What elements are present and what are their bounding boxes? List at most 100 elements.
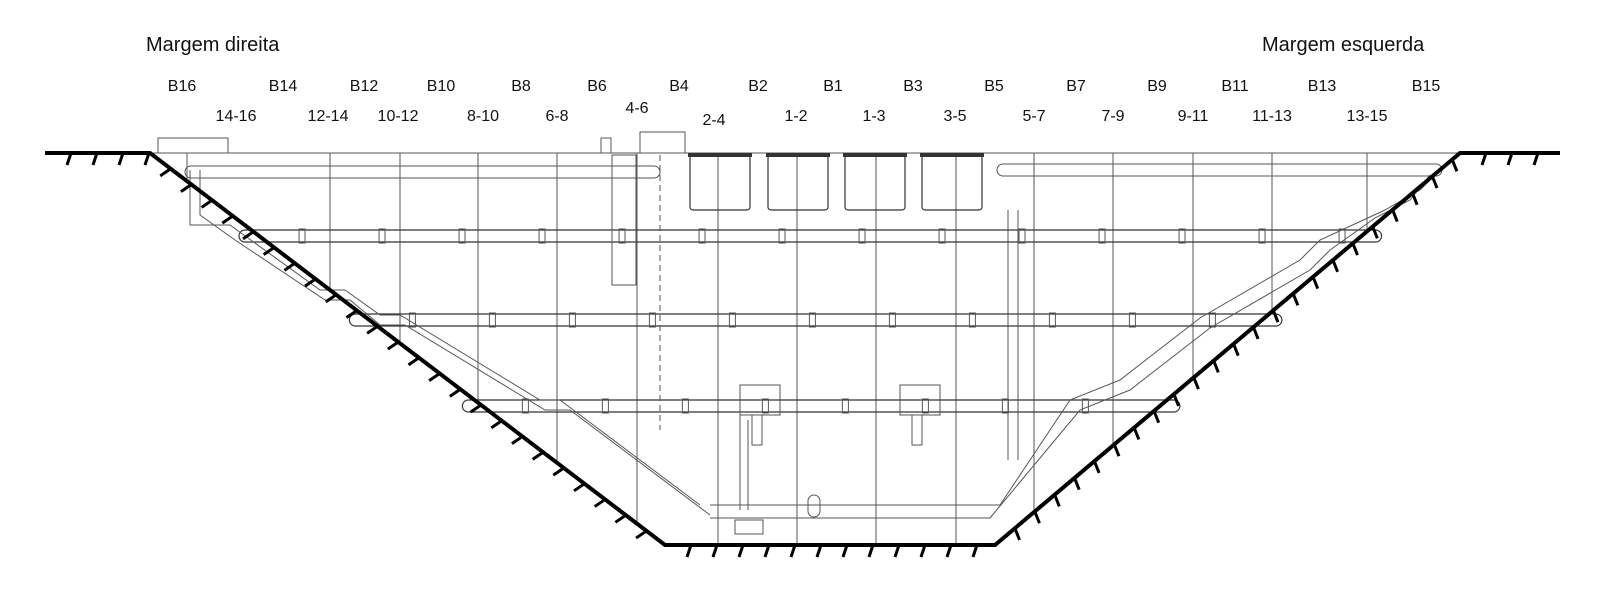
block-label: B16 — [167, 78, 197, 95]
gallery-door — [761, 398, 769, 414]
inspection-gallery — [461, 399, 1181, 413]
gallery-door — [1178, 228, 1186, 244]
crest-structure — [600, 137, 612, 154]
block-label: B5 — [984, 78, 1004, 95]
block-label: B1 — [823, 78, 843, 95]
rock-hatch — [449, 387, 462, 398]
rock-hatch — [635, 529, 648, 540]
rock-hatch — [91, 152, 99, 166]
rock-hatch — [1053, 494, 1061, 508]
gallery-door — [807, 494, 821, 518]
gallery-door — [1128, 312, 1136, 328]
block-label: B3 — [903, 78, 923, 95]
rock-hatch — [1192, 376, 1200, 390]
joint-label: 7-9 — [1101, 108, 1125, 125]
joint-label: 13-15 — [1346, 108, 1388, 125]
rock-hatch — [711, 544, 719, 558]
rock-hatch — [552, 466, 565, 477]
access-gallery-right — [999, 169, 1441, 506]
rock-hatch — [573, 482, 586, 493]
rock-hatch — [893, 544, 901, 558]
gallery-door — [938, 228, 946, 244]
gallery-door — [1018, 228, 1026, 244]
rock-hatch — [614, 513, 627, 524]
access-gallery-left — [199, 170, 711, 516]
rock-hatch — [469, 403, 482, 414]
rock-hatch — [1506, 152, 1514, 166]
gallery-door — [1001, 398, 1009, 414]
rock-hatch — [345, 309, 358, 319]
gallery-door — [1258, 228, 1266, 244]
inspection-gallery — [238, 229, 1383, 243]
rock-hatch — [262, 246, 275, 256]
rock-hatch — [1480, 152, 1488, 166]
gallery-door — [1338, 228, 1346, 244]
crest-structure — [157, 137, 229, 154]
joint-label: 4-6 — [625, 100, 649, 117]
gallery-door — [488, 312, 496, 328]
rock-hatch — [1291, 293, 1300, 306]
rock-hatch — [1093, 460, 1101, 474]
joint-label: 9-11 — [1177, 108, 1209, 125]
gallery-door — [921, 398, 929, 414]
gallery-door — [968, 312, 976, 328]
rock-hatch — [221, 214, 234, 225]
rock-hatch — [117, 152, 125, 166]
rock-hatch — [143, 152, 151, 166]
rock-hatch — [200, 199, 213, 209]
spillway-gate — [767, 154, 829, 211]
gallery-door — [1098, 228, 1106, 244]
left-bank-label: Margem direita — [146, 34, 280, 56]
gallery-door — [778, 228, 786, 244]
block-label: B7 — [1066, 78, 1086, 95]
rock-hatch — [1532, 152, 1540, 166]
rock-hatch — [789, 544, 797, 558]
gallery-door — [1081, 398, 1089, 414]
rock-hatch — [1073, 477, 1081, 491]
gallery-door — [521, 398, 529, 414]
rock-hatch — [324, 293, 338, 304]
rock-hatch — [1271, 309, 1280, 323]
rock-hatch — [1152, 410, 1161, 424]
gallery-chamber — [751, 414, 763, 446]
rock-hatch — [511, 435, 524, 445]
block-label: B8 — [511, 78, 531, 95]
joint-label: 10-12 — [377, 108, 419, 125]
rock-hatch — [1132, 427, 1141, 441]
gallery-door — [601, 398, 609, 414]
block-label: B10 — [426, 78, 456, 95]
upper-gallery — [184, 165, 661, 179]
rock-hatch — [1252, 326, 1260, 340]
access-gallery-right — [989, 174, 1431, 519]
gallery-chamber — [911, 414, 923, 446]
rock-hatch — [737, 544, 745, 558]
rock-hatch — [304, 277, 317, 288]
rock-hatch — [428, 372, 441, 382]
gallery-door — [698, 228, 706, 244]
rock-hatch — [1371, 226, 1379, 239]
block-label: B15 — [1411, 78, 1441, 95]
gallery-door — [858, 228, 866, 244]
rock-hatch — [1331, 259, 1340, 273]
joint-label: 1-3 — [862, 108, 886, 125]
block-label: B6 — [587, 78, 607, 95]
rock-hatch — [763, 544, 771, 558]
foundation-rock-line — [45, 151, 1560, 547]
joint-label: 3-5 — [943, 108, 967, 125]
rock-hatch — [841, 544, 849, 558]
rock-hatch — [1411, 192, 1419, 206]
joint-label: 6-8 — [545, 108, 569, 125]
rock-hatch — [945, 544, 953, 558]
rock-hatch — [283, 261, 296, 272]
rock-hatch — [1351, 242, 1359, 256]
rock-hatch — [366, 324, 379, 335]
access-gallery-left — [189, 170, 701, 506]
gallery-door — [618, 228, 626, 244]
rock-hatch — [971, 544, 979, 558]
joint-label: 11-13 — [1252, 108, 1292, 125]
upper-gallery — [996, 163, 1443, 177]
joint-label: 1-2 — [784, 108, 808, 125]
gallery-door — [1048, 312, 1056, 328]
rock-hatch — [685, 544, 693, 558]
